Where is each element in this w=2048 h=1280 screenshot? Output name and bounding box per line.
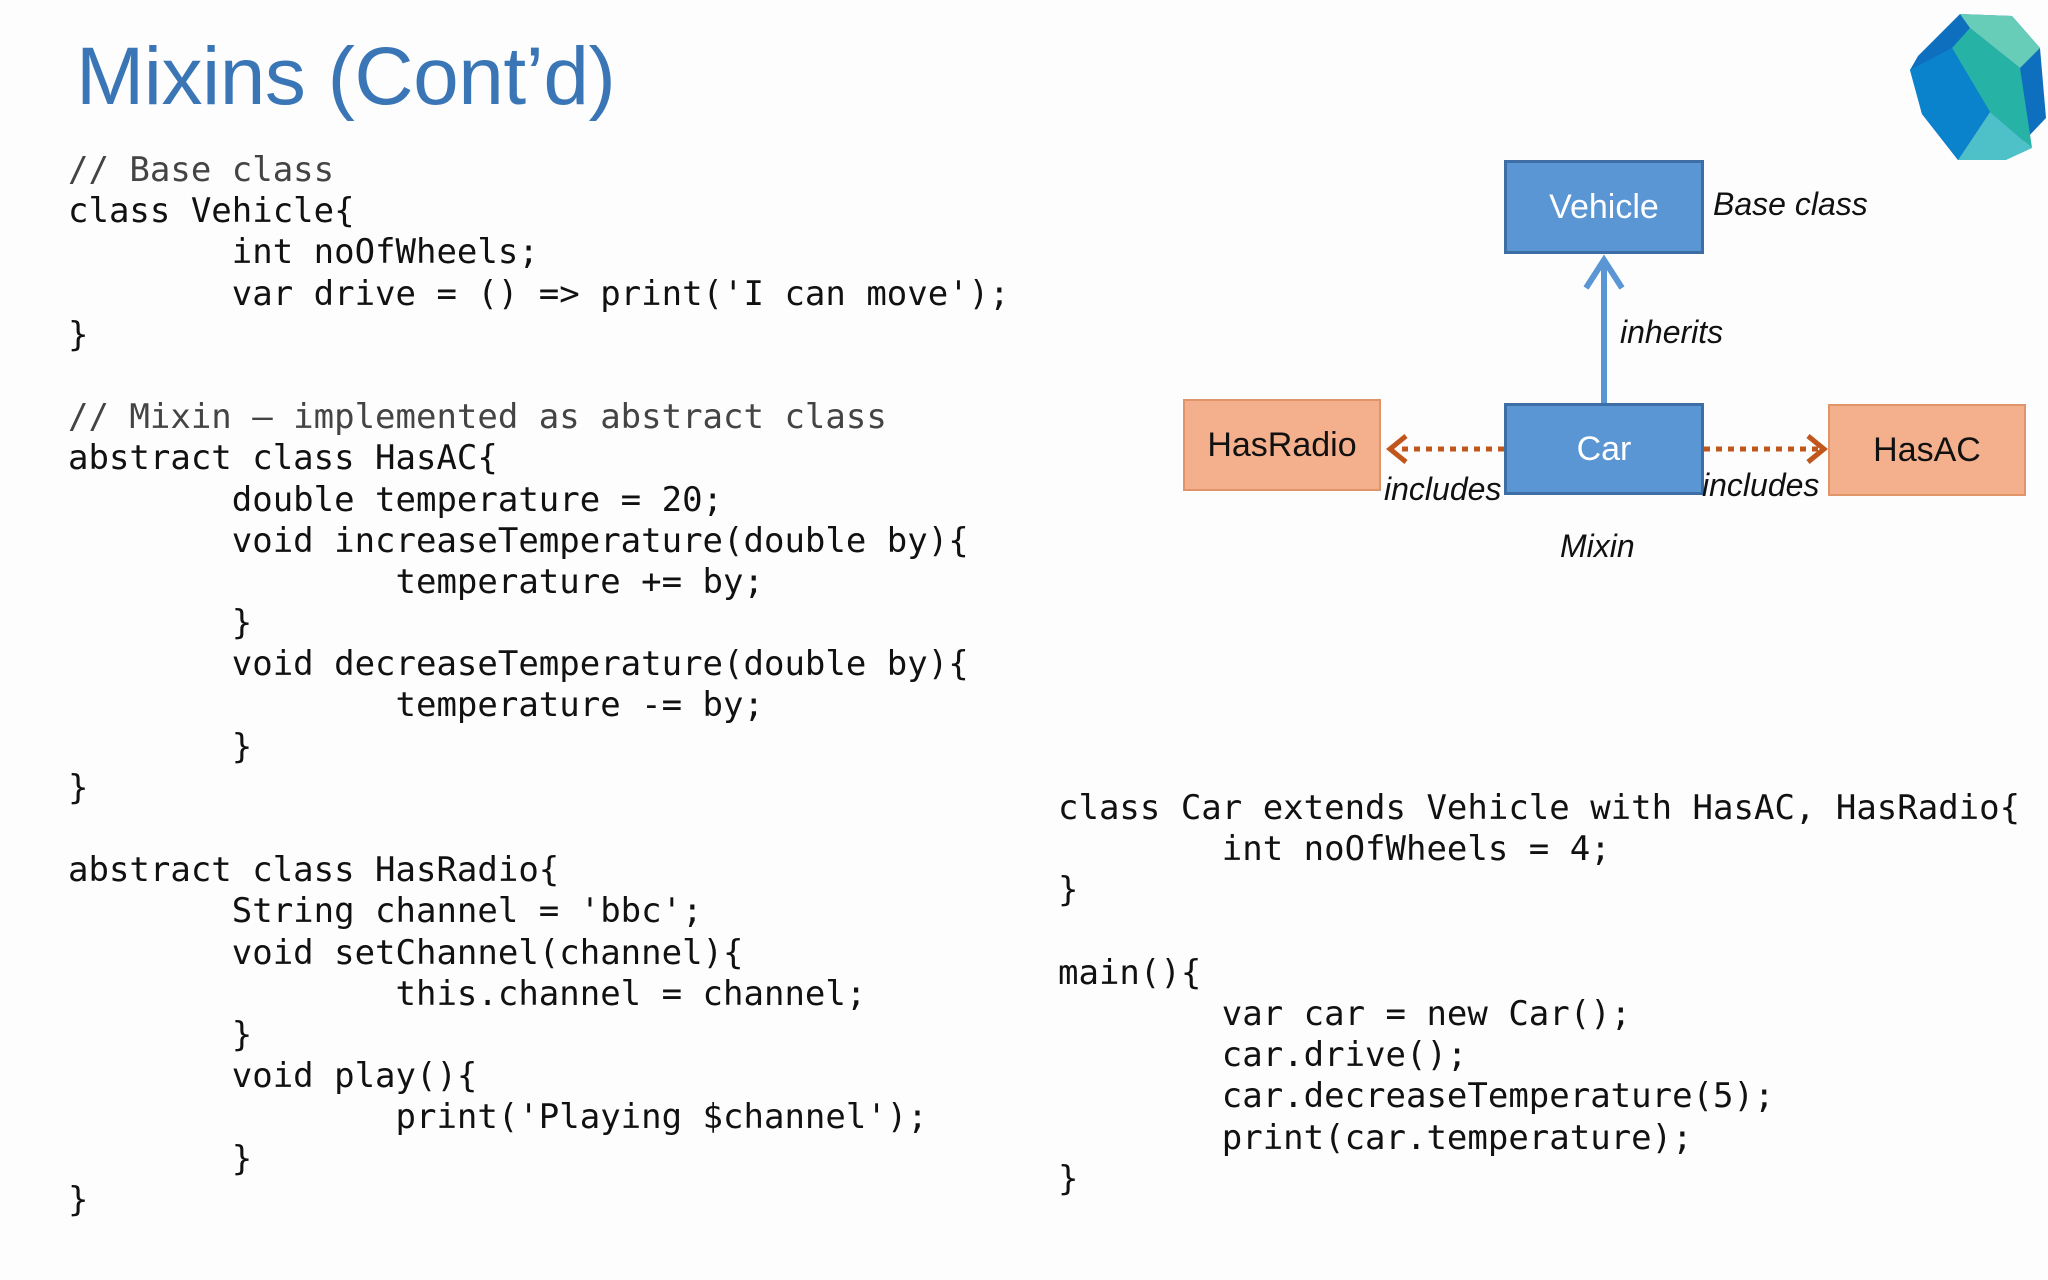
code-line: } [68, 603, 253, 644]
code-line: abstract class HasAC{ [68, 438, 498, 479]
code-line: main(){ [1058, 952, 1202, 993]
code-line: } [68, 1138, 253, 1179]
code-comment-line: // Mixin – implemented as abstract class [68, 397, 887, 438]
mixin-label: Mixin [1560, 528, 1635, 564]
includes-arrowhead-radio [1386, 434, 1408, 464]
code-comment-line: // Base class [68, 150, 335, 190]
vehicle-node: Vehicle [1504, 160, 1704, 254]
code-line: } [68, 1179, 89, 1220]
car-node: Car [1504, 403, 1704, 495]
dart-logo-icon [1910, 14, 2046, 160]
code-line: print('Playing $channel'); [68, 1097, 928, 1138]
includes-arrowhead-ac [1806, 434, 1828, 464]
code-line: } [68, 314, 89, 355]
base-class-label: Base class [1713, 186, 1868, 222]
code-line: abstract class HasRadio{ [68, 850, 560, 891]
includes-label-left: includes [1384, 471, 1502, 507]
code-line: this.channel = channel; [68, 973, 867, 1014]
code-line: } [1058, 1158, 1079, 1199]
code-line: String channel = 'bbc'; [68, 891, 703, 932]
code-line: } [68, 1014, 253, 1055]
code-line: class Car extends Vehicle with HasAC, Ha… [1058, 788, 2021, 828]
code-line: var drive = () => print('I can move'); [68, 273, 1010, 314]
code-line: class Vehicle{ [68, 191, 355, 232]
includes-label-right: includes [1702, 467, 1820, 503]
code-line: int noOfWheels = 4; [1058, 829, 1611, 870]
code-line: } [1058, 870, 1079, 911]
code-line: var car = new Car(); [1058, 993, 1632, 1034]
code-line: void decreaseTemperature(double by){ [68, 644, 969, 685]
code-line: int noOfWheels; [68, 232, 539, 273]
inherits-label: inherits [1620, 314, 1724, 350]
code-line: } [68, 767, 89, 808]
code-line: } [68, 726, 253, 767]
inherits-arrowhead [1583, 254, 1625, 290]
has-radio-node: HasRadio [1183, 399, 1381, 491]
code-line: void increaseTemperature(double by){ [68, 520, 969, 561]
code-line: void setChannel(channel){ [68, 932, 744, 973]
has-ac-node: HasAC [1828, 404, 2026, 496]
code-line: car.drive(); [1058, 1035, 1468, 1076]
code-line: double temperature = 20; [68, 479, 724, 520]
code-line: void play(){ [68, 1056, 478, 1097]
code-line: temperature -= by; [68, 685, 764, 726]
code-line: car.decreaseTemperature(5); [1058, 1076, 1775, 1117]
code-line: print(car.temperature); [1058, 1117, 1693, 1158]
code-block-right: class Car extends Vehicle with HasAC, Ha… [1058, 788, 2020, 1200]
code-line: temperature += by; [68, 561, 764, 602]
slide-title: Mixins (Cont’d) [76, 31, 616, 122]
